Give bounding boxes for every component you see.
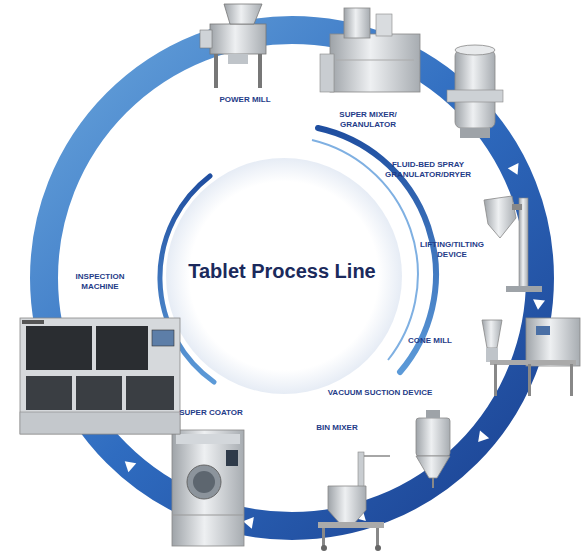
machine-label: LIFTING/TILTING DEVICE <box>412 240 492 260</box>
lifting-device-illustration <box>484 196 542 292</box>
center-disc <box>166 158 402 394</box>
cone-mill-illustration <box>482 318 580 396</box>
fluid-bed-illustration <box>447 45 503 138</box>
machine-label: POWER MILL <box>205 95 285 105</box>
machine-label: BIN MIXER <box>307 423 367 433</box>
flow-arrowhead <box>508 163 523 177</box>
flow-arrowhead <box>121 457 136 473</box>
machine-label: FLUID-BED SPRAY GRANULATOR/DRYER <box>380 160 476 180</box>
process-ring <box>44 30 540 526</box>
machine-label: CONE MILL <box>395 336 465 346</box>
machine-label: INSPECTION MACHINE <box>69 272 131 292</box>
super-mixer-illustration <box>320 8 420 92</box>
flow-arrowhead <box>474 430 490 445</box>
flow-arrowhead <box>532 299 545 310</box>
power-mill-illustration <box>200 4 266 88</box>
machine-label: SUPER MIXER/ GRANULATOR <box>334 110 402 130</box>
vacuum-suction-illustration <box>416 410 450 488</box>
machine-label: VACUUM SUCTION DEVICE <box>310 388 450 398</box>
super-coator-illustration <box>172 430 244 546</box>
inspection-machine-illustration <box>20 318 180 434</box>
center-title: Tablet Process Line <box>172 258 392 284</box>
bin-mixer-illustration <box>318 452 390 551</box>
machine-label: SUPER COATOR <box>171 408 251 418</box>
